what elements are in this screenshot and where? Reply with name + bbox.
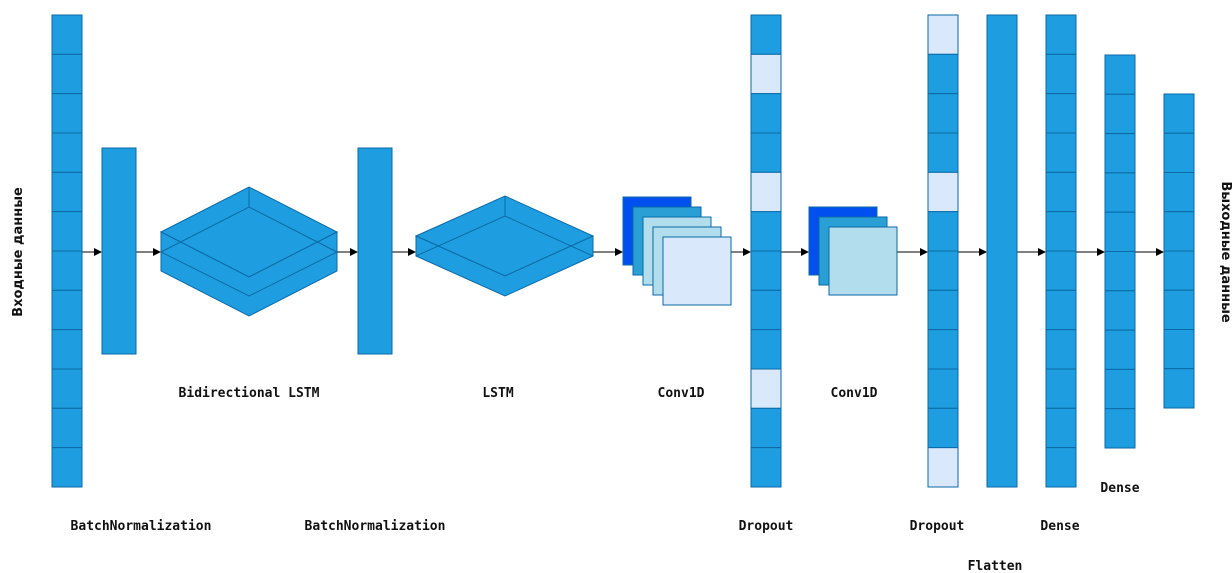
dropout-stack-2-cell	[927, 211, 959, 252]
dropout-stack-1-cell	[750, 93, 782, 134]
dense-label-1: Dense	[1040, 519, 1079, 534]
conv1d-block-2	[808, 206, 898, 296]
conv1d-label-1: Conv1D	[658, 386, 705, 401]
dropout-stack-2-cell	[927, 171, 959, 213]
dense-stack-2-cell	[1104, 251, 1136, 292]
input-label: Входные данные	[11, 187, 26, 317]
dropout-stack-2-cell	[927, 14, 959, 55]
dense-stack-2-cell	[1104, 368, 1136, 410]
batchnorm-stack-2-cell	[357, 147, 393, 355]
input-stack-cell	[51, 407, 83, 449]
dropout-stack-2-cell	[927, 289, 959, 331]
dropout-stack-2-cell	[927, 447, 959, 488]
dense-stack-1-cell	[1045, 250, 1077, 291]
bilstm-front-face	[160, 231, 338, 317]
dropout-stack-1-cell	[750, 329, 782, 370]
dropout-stack-2-cell	[927, 53, 959, 95]
dropout-stack-1-cell	[750, 211, 782, 252]
dense-stack-1-cell	[1045, 14, 1077, 55]
input-stack-cell	[51, 211, 83, 252]
conv1d-2-filter-3	[828, 226, 898, 296]
dense-stack-3-cell	[1163, 211, 1195, 252]
dense-stack-1-cell	[1045, 211, 1077, 252]
dense-stack-1-cell	[1045, 407, 1077, 449]
bilstm-label: Bidirectional LSTM	[179, 386, 320, 401]
dense-stack-2-cell	[1104, 211, 1136, 252]
input-stack-cell	[51, 329, 83, 370]
dense-stack-3-cell	[1163, 329, 1195, 370]
dropout-stack-1-cell	[750, 407, 782, 449]
input-stack-cell	[51, 171, 83, 213]
conv1d-label-2: Conv1D	[831, 386, 878, 401]
flatten-label: Flatten	[968, 559, 1023, 573]
input-stack-cell	[51, 368, 83, 409]
input-stack-cell	[51, 447, 83, 488]
dense-stack-2-cell	[1104, 133, 1136, 174]
batchnorm-label-1: BatchNormalization	[71, 519, 212, 534]
dense-stack-1-cell	[1045, 171, 1077, 213]
dropout-stack-1-cell	[750, 250, 782, 291]
dropout-stack-1-cell	[750, 132, 782, 173]
dropout-label-2: Dropout	[910, 519, 965, 534]
dropout-stack-1-cell	[750, 171, 782, 213]
dropout-stack-2-cell	[927, 93, 959, 134]
input-stack-cell	[51, 93, 83, 134]
input-stack-cell	[51, 53, 83, 95]
dropout-stack-2-cell	[927, 250, 959, 291]
dense-stack-2-cell	[1104, 290, 1136, 331]
dense-stack-1-cell	[1045, 53, 1077, 95]
flatten-stack-cell	[986, 14, 1018, 488]
input-stack-cell	[51, 14, 83, 55]
dense-stack-3-cell	[1163, 289, 1195, 330]
batchnorm-label-2: BatchNormalization	[305, 519, 446, 534]
lstm-label: LSTM	[482, 386, 513, 401]
dense-stack-2-cell	[1104, 408, 1136, 449]
dense-stack-1-cell	[1045, 289, 1077, 331]
dropout-stack-2-cell	[927, 132, 959, 173]
dense-stack-1-cell	[1045, 329, 1077, 370]
dropout-stack-2-cell	[927, 368, 959, 409]
output-label: Выходные данные	[1218, 181, 1232, 323]
dropout-stack-2-cell	[927, 407, 959, 449]
dropout-label-1: Dropout	[739, 519, 794, 534]
dense-stack-2-cell	[1104, 329, 1136, 370]
dropout-stack-1-cell	[750, 14, 782, 55]
dense-label-2: Dense	[1100, 481, 1139, 496]
input-stack-cell	[51, 289, 83, 331]
dropout-stack-1-cell	[750, 447, 782, 488]
dense-stack-1-cell	[1045, 132, 1077, 173]
dropout-stack-2-cell	[927, 329, 959, 370]
dropout-stack-1-cell	[750, 53, 782, 95]
dense-stack-1-cell	[1045, 368, 1077, 409]
dense-stack-2-cell	[1104, 54, 1136, 95]
dense-stack-3-cell	[1163, 132, 1195, 173]
dense-stack-2-cell	[1104, 172, 1136, 213]
batchnorm-stack-1-cell	[101, 147, 137, 355]
dense-stack-3-cell	[1163, 250, 1195, 291]
dropout-stack-1-cell	[750, 289, 782, 331]
input-stack-cell	[51, 132, 83, 173]
conv1d-1-filter-5	[662, 236, 732, 306]
input-stack-cell	[51, 250, 83, 291]
bilstm-block	[159, 186, 339, 317]
dropout-stack-1-cell	[750, 368, 782, 409]
dense-stack-1-cell	[1045, 447, 1077, 488]
dense-stack-3-cell	[1163, 368, 1195, 409]
layer-stacks	[51, 14, 1195, 488]
bilstm-lower-ridge	[160, 251, 338, 297]
lstm-block	[414, 195, 595, 297]
dense-stack-2-cell	[1104, 93, 1136, 135]
conv1d-block-1	[622, 196, 732, 306]
dense-stack-1-cell	[1045, 93, 1077, 134]
dense-stack-3-cell	[1163, 172, 1195, 213]
dense-stack-3-cell	[1163, 93, 1195, 134]
